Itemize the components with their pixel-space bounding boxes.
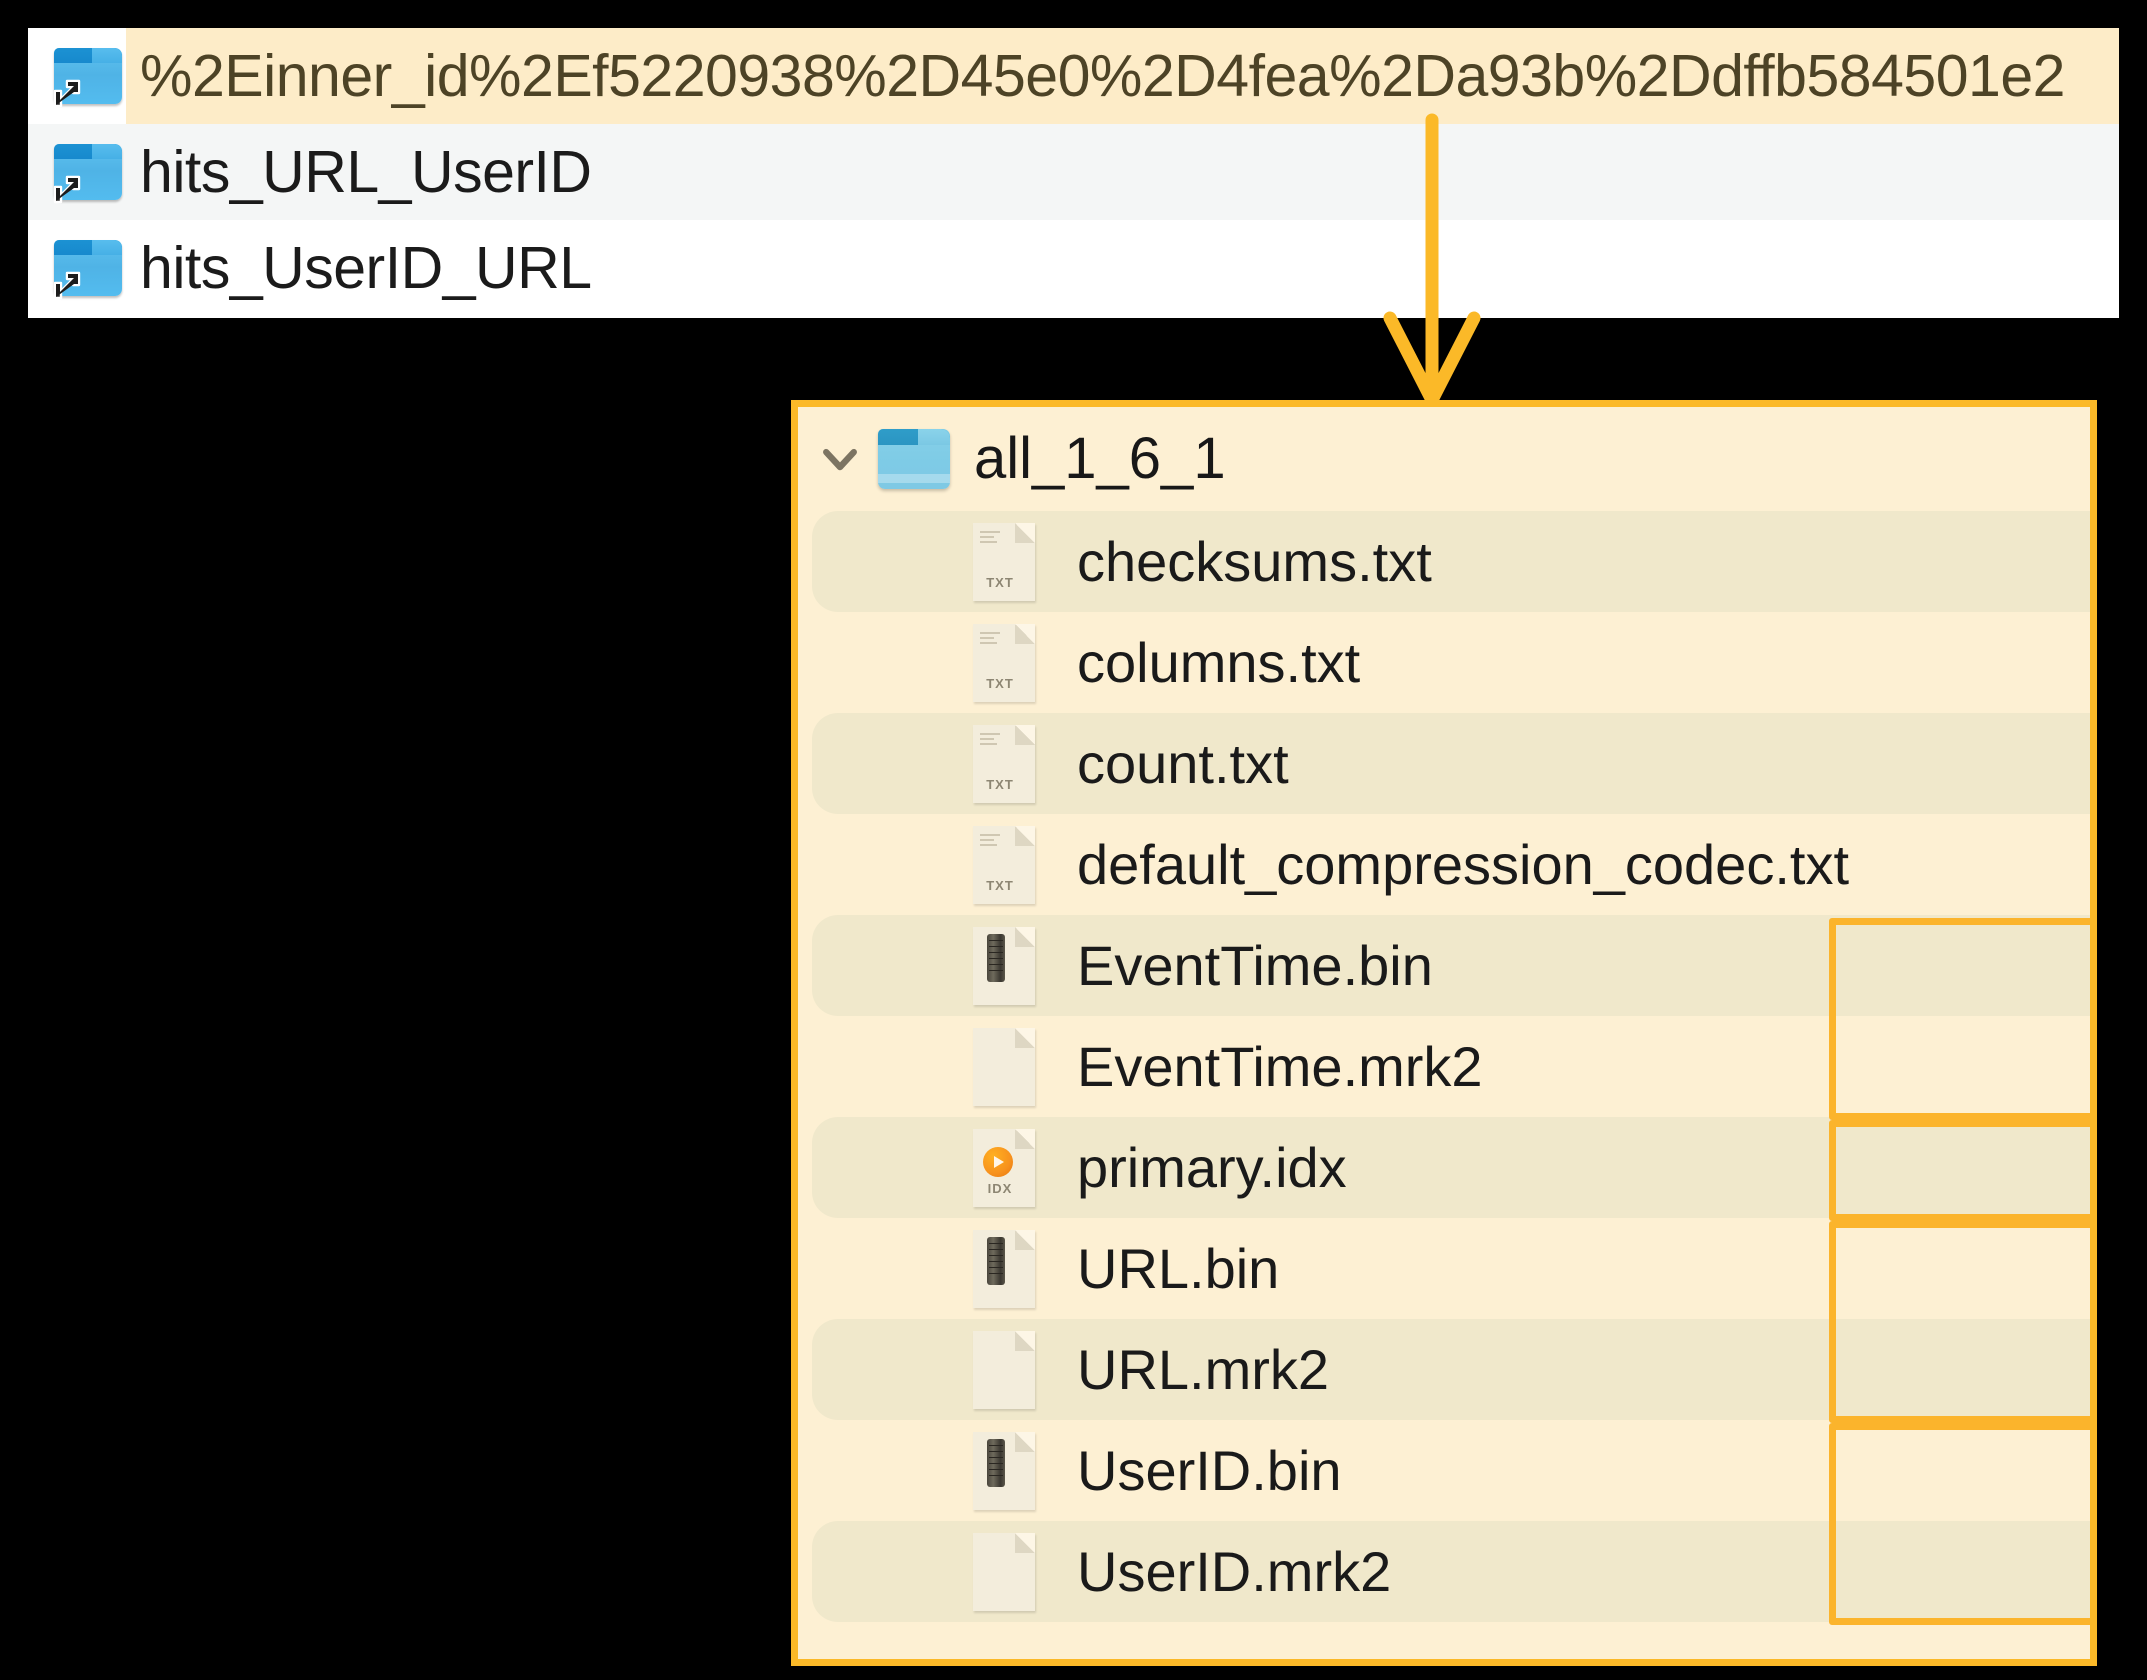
txt-file-icon: TXT [973, 522, 1035, 601]
file-name-label: primary.idx [1077, 1135, 1347, 1199]
folder-symlink-icon [53, 144, 122, 204]
blank-file-icon [973, 1027, 1035, 1106]
file-ext-label: TXT [986, 675, 1014, 691]
file-name-label: EventTime.bin [1077, 933, 1433, 997]
file-row-checksums[interactable]: TXT checksums.txt [798, 511, 2090, 612]
expanded-part-folder-panel: all_1_6_1 TXT checksums.txt TXT columns.… [791, 400, 2097, 1666]
file-name-label: default_compression_codec.txt [1077, 832, 1849, 896]
file-ext-label: TXT [986, 574, 1014, 590]
chevron-down-icon[interactable] [812, 431, 868, 487]
down-arrow-annotation [1383, 113, 1481, 407]
tree-node-all_1_6_1[interactable]: all_1_6_1 [798, 407, 2090, 511]
txt-file-icon: TXT [973, 825, 1035, 904]
file-row-url-bin[interactable]: URL.bin [798, 1218, 2090, 1319]
file-name-label: count.txt [1077, 731, 1289, 795]
folder-symlink-icon [53, 240, 122, 300]
blank-file-icon [973, 1532, 1035, 1611]
txt-file-icon: TXT [973, 724, 1035, 803]
file-name-label: UserID.bin [1077, 1438, 1342, 1502]
file-name-label: UserID.mrk2 [1077, 1539, 1392, 1603]
file-row-eventtime-mrk2[interactable]: EventTime.mrk2 [798, 1016, 2090, 1117]
idx-file-icon: IDX [973, 1128, 1035, 1207]
txt-file-icon: TXT [973, 623, 1035, 702]
file-name-label: EventTime.mrk2 [1077, 1034, 1483, 1098]
symlink-arrow-icon [53, 175, 81, 204]
list-item-label: %2Einner_id%2Ef5220938%2D45e0%2D4fea%2Da… [140, 42, 2065, 109]
bin-file-icon [973, 926, 1035, 1005]
list-item[interactable]: hits_URL_UserID [28, 124, 2119, 220]
file-name-label: checksums.txt [1077, 529, 1432, 593]
folder-symlink-icon [53, 48, 122, 108]
file-row-columns[interactable]: TXT columns.txt [798, 612, 2090, 713]
list-item[interactable]: hits_UserID_URL [28, 220, 2119, 316]
symlink-folder-list: %2Einner_id%2Ef5220938%2D45e0%2D4fea%2Da… [28, 28, 2119, 318]
file-name-label: URL.mrk2 [1077, 1337, 1330, 1401]
symlink-arrow-icon [53, 271, 81, 300]
file-name-label: URL.bin [1077, 1236, 1280, 1300]
file-name-label: columns.txt [1077, 630, 1361, 694]
file-row-primary-idx[interactable]: IDX primary.idx [798, 1117, 2090, 1218]
file-row-userid-mrk2[interactable]: UserID.mrk2 [798, 1521, 2090, 1622]
symlink-arrow-icon [53, 79, 81, 108]
row-highlight [126, 28, 2119, 124]
folder-name-label: all_1_6_1 [974, 426, 1226, 491]
file-ext-label: IDX [987, 1180, 1013, 1196]
file-row-userid-bin[interactable]: UserID.bin [798, 1420, 2090, 1521]
folder-open-icon [878, 429, 950, 489]
file-ext-label: TXT [986, 776, 1014, 792]
bin-file-icon [973, 1431, 1035, 1510]
list-item-label: hits_UserID_URL [140, 234, 592, 301]
file-row-url-mrk2[interactable]: URL.mrk2 [798, 1319, 2090, 1420]
file-row-default-compression-codec[interactable]: TXT default_compression_codec.txt [798, 814, 2090, 915]
file-row-eventtime-bin[interactable]: EventTime.bin [798, 915, 2090, 1016]
file-ext-label: TXT [986, 877, 1014, 893]
file-row-count[interactable]: TXT count.txt [798, 713, 2090, 814]
blank-file-icon [973, 1330, 1035, 1409]
bin-file-icon [973, 1229, 1035, 1308]
list-item-label: hits_URL_UserID [140, 138, 592, 205]
list-item[interactable]: %2Einner_id%2Ef5220938%2D45e0%2D4fea%2Da… [28, 28, 2119, 124]
